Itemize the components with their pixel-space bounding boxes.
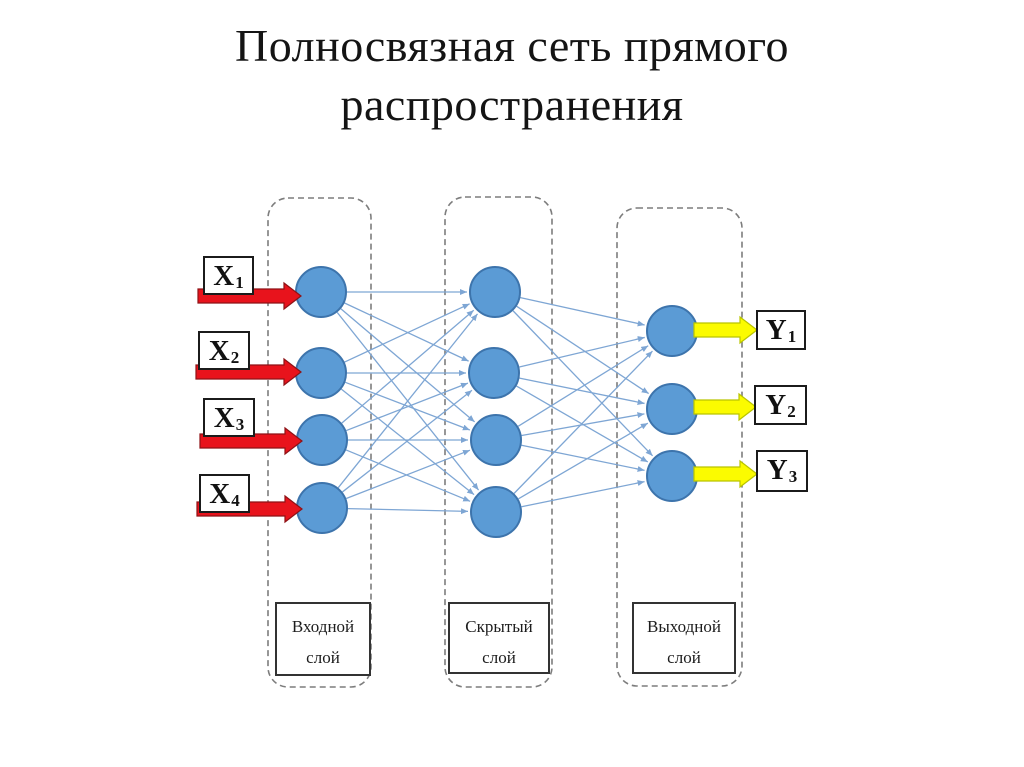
input-neuron [296, 414, 348, 466]
output-label-y2-sub: 2 [787, 402, 796, 421]
input-neuron [296, 482, 348, 534]
output-label-y1-main: Y [765, 314, 787, 346]
connection-line [345, 382, 469, 432]
input-label-x1-sub: 1 [235, 273, 244, 292]
connection-line [347, 507, 469, 515]
connection-line [520, 296, 645, 327]
connection-line [344, 303, 470, 363]
input-label-x4-main: X [209, 478, 231, 510]
output-label-y3-main: Y [766, 454, 788, 486]
hidden-neuron [470, 414, 522, 466]
output-label-y3-sub: 3 [788, 467, 798, 486]
connection-line [519, 377, 645, 406]
output-arrow [693, 459, 758, 489]
layer-boundary-output [616, 207, 743, 687]
connection-line [518, 422, 649, 500]
connection-line [340, 308, 476, 423]
hidden-neuron [469, 266, 521, 318]
connection-line [513, 350, 653, 494]
output-arrow [693, 392, 757, 422]
connection-line [340, 388, 475, 496]
output-label-y2-main: Y [765, 389, 787, 421]
output-neuron [646, 383, 698, 435]
slide-title: Полносвязная сеть прямого распространени… [235, 20, 789, 130]
connection-line [337, 313, 479, 489]
connection-line [341, 309, 475, 424]
connection-line [345, 449, 471, 502]
connection-line [345, 449, 471, 500]
input-label-x1-main: X [213, 260, 235, 292]
hidden-neuron [470, 486, 522, 538]
output-label-y1-sub: 1 [787, 327, 797, 346]
input-label-x2-main: X [208, 335, 230, 367]
input-neuron [295, 266, 347, 318]
layer-caption-output: Выходной слой [632, 602, 736, 674]
layer-caption-input: Входной слой [275, 602, 371, 676]
input-label-x4-sub: 4 [231, 491, 240, 510]
connection-line [521, 480, 645, 508]
input-label-x3-sub: 3 [235, 415, 245, 434]
output-neuron [646, 305, 698, 357]
connection-line [342, 389, 473, 493]
connection-line [519, 336, 645, 368]
connection-line [344, 302, 469, 362]
connection-line [512, 310, 654, 457]
input-label-x3-main: X [213, 402, 235, 434]
connection-line [521, 444, 645, 472]
layer-boundary-hidden [444, 196, 553, 688]
input-neuron [295, 347, 347, 399]
connection-line [516, 305, 650, 395]
layer-caption-hidden: Скрытый слой [448, 602, 550, 674]
connection-line [521, 412, 645, 437]
connection-line [517, 345, 649, 427]
output-arrow [693, 315, 758, 345]
hidden-neuron [468, 347, 520, 399]
output-neuron [646, 450, 698, 502]
input-label-x2-sub: 2 [230, 348, 240, 367]
